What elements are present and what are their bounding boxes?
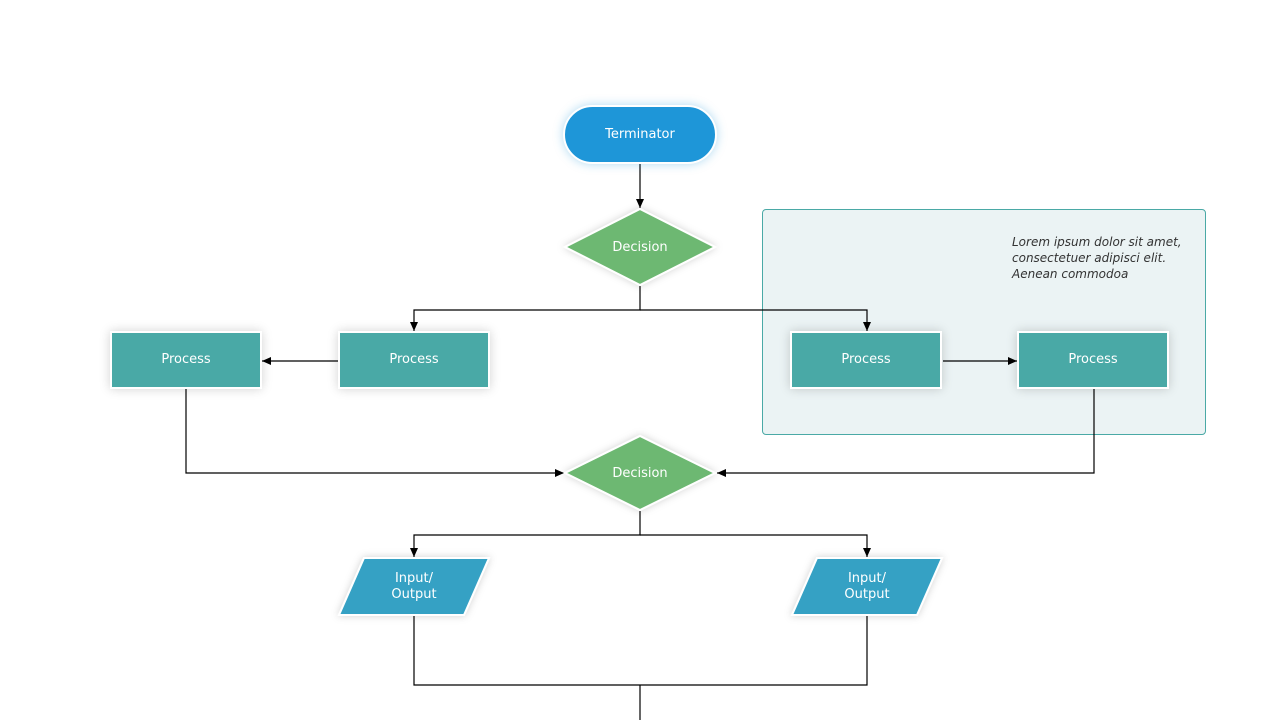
decision-top-shape — [562, 207, 718, 287]
connector-decision-split — [410, 286, 641, 331]
connector-right-to-decision — [717, 389, 1095, 477]
connector-io-merge — [413, 615, 868, 686]
process-node-group-right[interactable]: Process — [1017, 331, 1169, 389]
connector-decision-bottom-split — [410, 511, 641, 557]
io-right-shape — [790, 557, 944, 616]
decision-top-label[interactable]: Decision — [612, 240, 668, 255]
io-right-label[interactable]: Input/ Output — [844, 571, 890, 602]
io-left-shape — [337, 557, 491, 616]
terminator-label: Terminator — [605, 126, 675, 142]
process-node-left[interactable]: Process — [338, 331, 490, 389]
decision-bottom-shape — [562, 434, 718, 512]
process-label: Process — [161, 352, 211, 367]
process-node-group-left[interactable]: Process — [790, 331, 942, 389]
process-label: Process — [389, 352, 439, 367]
io-left-label[interactable]: Input/ Output — [391, 571, 437, 602]
group-container — [762, 209, 1206, 435]
process-label: Process — [1068, 352, 1118, 367]
connector-decision-bottom-right — [640, 534, 871, 557]
decision-bottom-label[interactable]: Decision — [612, 466, 668, 481]
connector-decision-to-group-process — [640, 309, 871, 331]
connector-far-left-to-decision — [185, 389, 564, 477]
process-node-far-left[interactable]: Process — [110, 331, 262, 389]
process-label: Process — [841, 352, 891, 367]
terminator-node[interactable]: Terminator — [563, 105, 717, 164]
group-note: Lorem ipsum dolor sit amet, consectetuer… — [1012, 235, 1182, 281]
